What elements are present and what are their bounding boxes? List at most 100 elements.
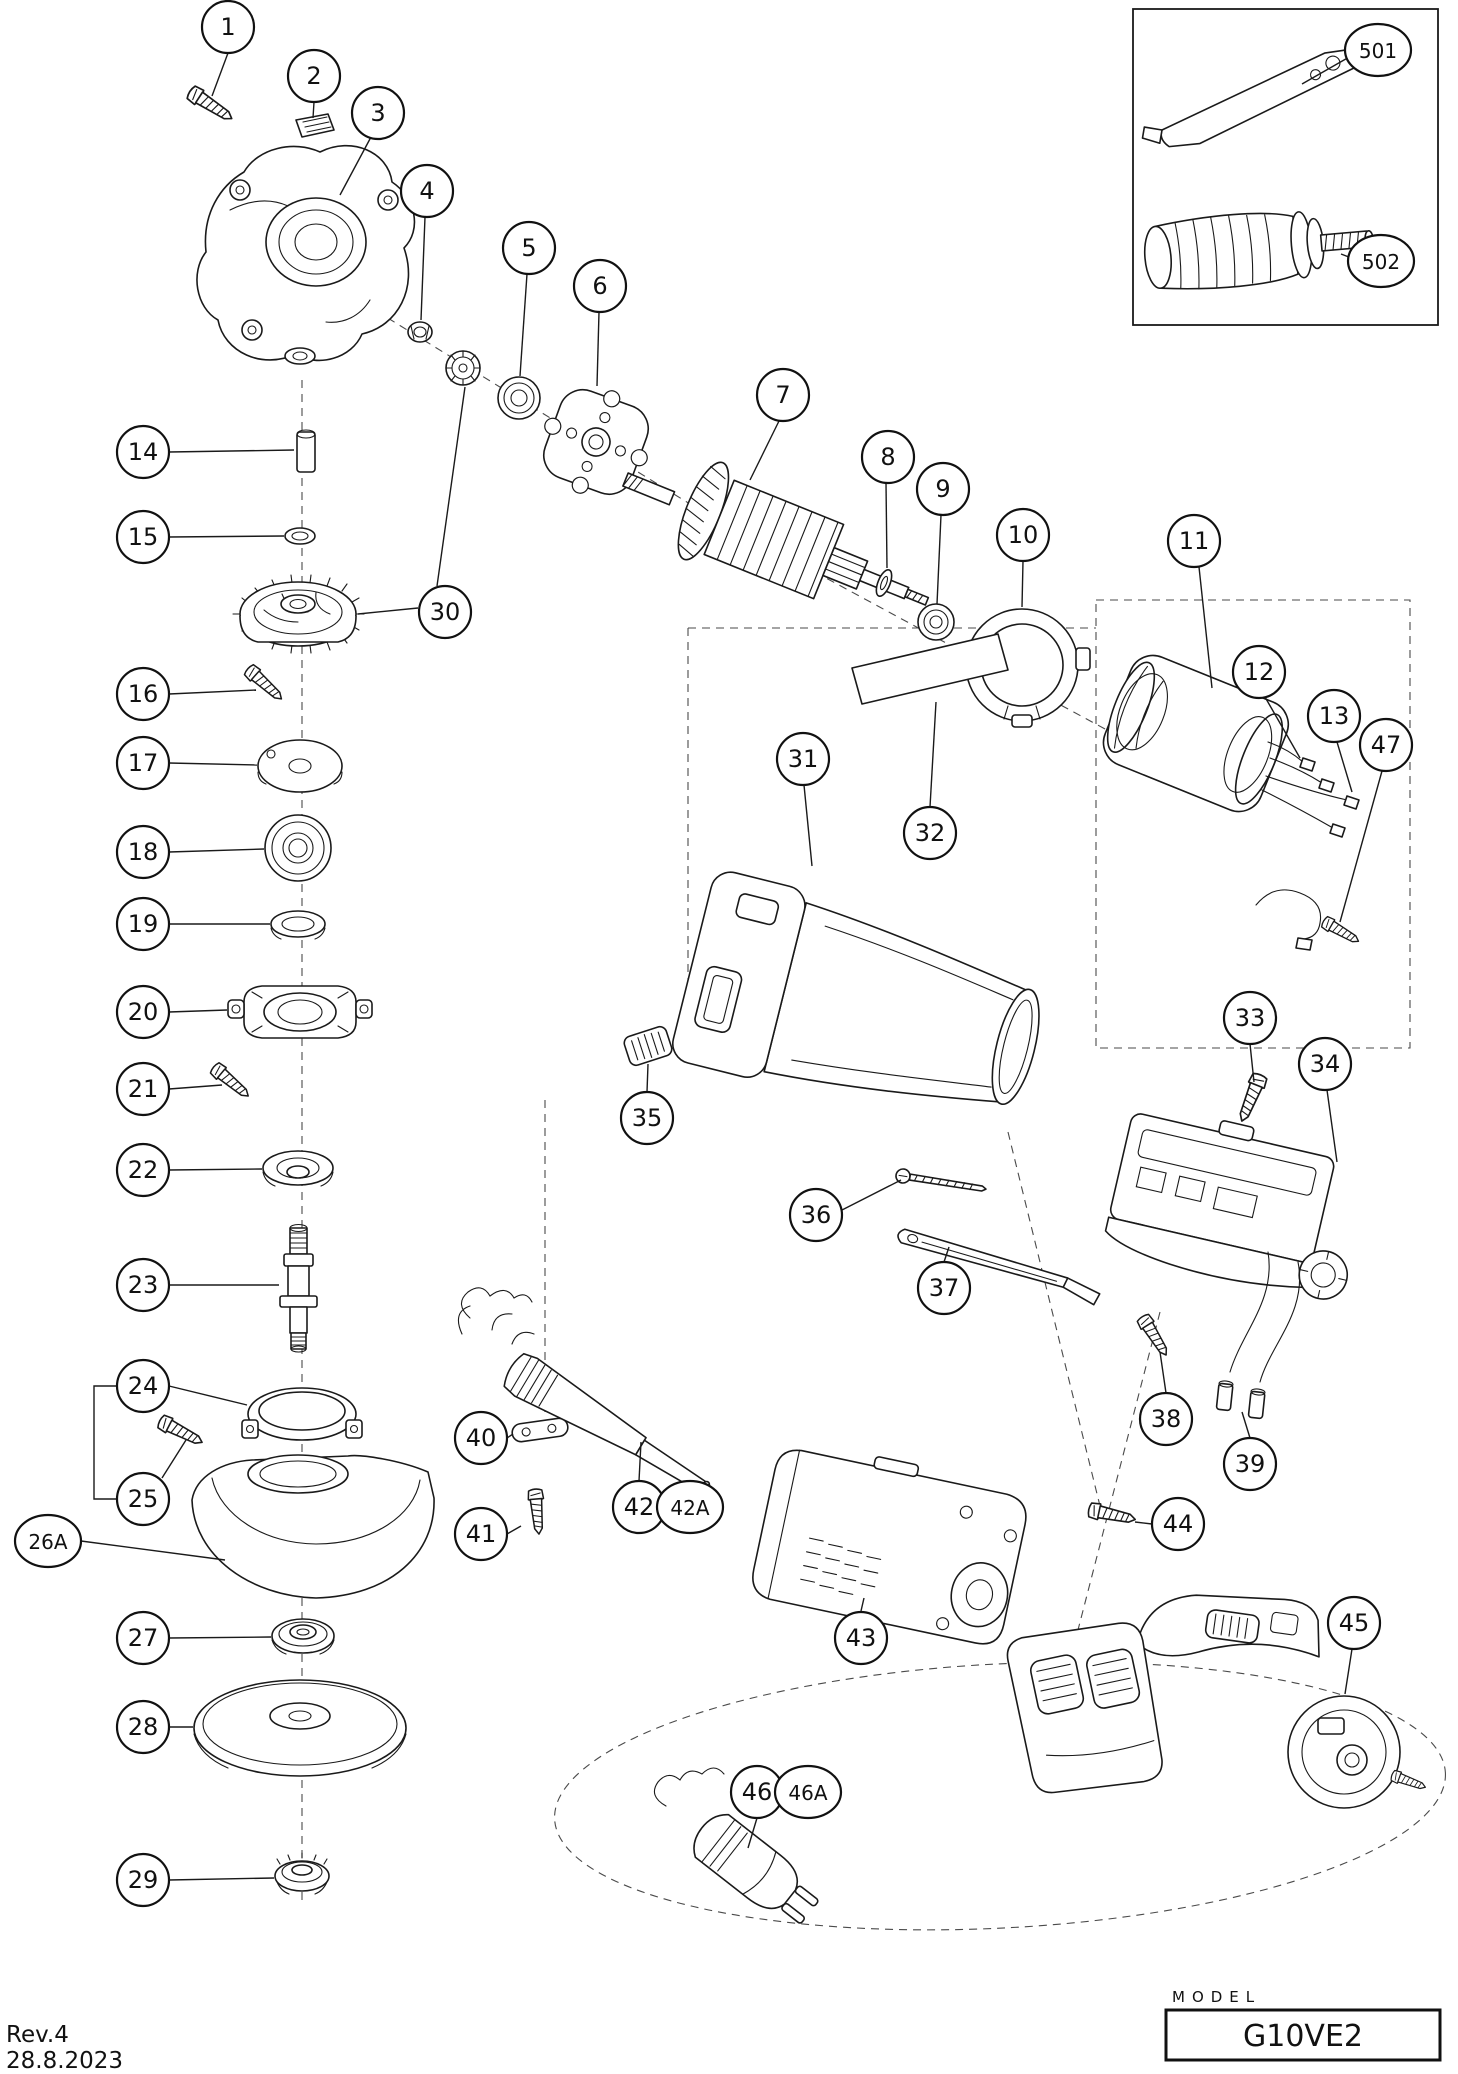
callout-45: 45 — [1326, 1595, 1382, 1695]
callout-label: 33 — [1235, 1004, 1266, 1032]
callout-label: 22 — [128, 1156, 159, 1184]
part-stator — [1102, 654, 1290, 813]
part-switch-button — [623, 1025, 673, 1067]
callout-leader-line — [168, 1084, 223, 1090]
callout-leader-line — [168, 1009, 228, 1013]
callout-leader-line — [168, 1877, 275, 1881]
callout-8: 8 — [860, 429, 916, 569]
callout-leader-line — [1344, 1648, 1353, 1695]
callout-label: 19 — [128, 910, 159, 938]
callout-4: 4 — [399, 163, 455, 321]
part-wheel-guard — [191, 1454, 435, 1599]
part-housing — [672, 871, 1040, 1106]
part-spring-washer — [875, 569, 893, 597]
callout-leader-line — [211, 52, 229, 97]
callout-circle — [1343, 22, 1413, 78]
callout-circle — [1166, 513, 1222, 569]
callout-circle — [399, 163, 455, 219]
part-controller-screw — [1233, 1070, 1270, 1126]
callout-circle — [655, 1479, 725, 1535]
callout-circle — [501, 220, 557, 276]
part-gland-screw — [207, 1060, 254, 1103]
callout-leader-line — [339, 136, 372, 196]
callout-circle — [1222, 1436, 1278, 1492]
part-handle-cover-left — [1006, 1622, 1163, 1794]
callout-14: 14 — [115, 424, 295, 480]
callout-circle — [773, 1764, 843, 1820]
callout-circle — [1306, 688, 1362, 744]
part-wheel-nut — [274, 1852, 330, 1895]
callout-label: 15 — [128, 523, 159, 551]
callout-circle — [572, 258, 628, 314]
callout-leader-line — [168, 1636, 272, 1639]
callout-circle — [115, 735, 171, 791]
callout-label: 13 — [1319, 702, 1350, 730]
part-terminal-a — [1215, 1380, 1234, 1412]
callout-label: 42A — [670, 1496, 709, 1520]
part-washer-plate — [257, 739, 343, 793]
callout-leader-line — [929, 701, 937, 808]
callout-22: 22 — [115, 1142, 263, 1198]
callout-leader-line — [1241, 1411, 1251, 1439]
callout-15: 15 — [115, 509, 285, 565]
callout-leader-line — [168, 1385, 248, 1406]
callout-42: 42 — [611, 1441, 667, 1535]
callout-18: 18 — [115, 824, 265, 880]
callout-circle — [115, 1358, 171, 1414]
callout-label: 20 — [128, 998, 159, 1026]
part-wheel-washer — [271, 1618, 335, 1655]
callout-leader-line — [1326, 1089, 1338, 1163]
callout-circle — [115, 1699, 171, 1755]
callout-leader-line — [885, 482, 888, 569]
part-grinding-wheel — [193, 1679, 407, 1777]
part-terminal-b — [1247, 1388, 1266, 1420]
callout-label: 14 — [128, 438, 159, 466]
callout-circle — [417, 584, 473, 640]
callout-leader-line — [80, 1540, 226, 1561]
callout-leader-line — [168, 762, 258, 766]
callout-43: 43 — [833, 1597, 889, 1666]
part-tapping-screw — [184, 83, 238, 127]
callout-35: 35 — [619, 1063, 675, 1146]
part-ball-bearing-front — [264, 814, 332, 882]
callout-leader-line — [420, 216, 426, 321]
callout-circle — [115, 1471, 171, 1527]
callout-29: 29 — [115, 1852, 275, 1908]
callout-label: 12 — [1244, 658, 1275, 686]
callout-leader-line — [1301, 55, 1352, 85]
callout-10: 10 — [995, 507, 1051, 608]
construction-lines — [301, 295, 1446, 1931]
callout-39: 39 — [1222, 1411, 1278, 1492]
callout-1: 1 — [200, 0, 256, 97]
callout-leader-line — [803, 784, 813, 867]
callout-circle — [775, 731, 831, 787]
callout-circle — [115, 666, 171, 722]
callout-circle — [902, 805, 958, 861]
callout-label: 35 — [632, 1104, 663, 1132]
callout-label: 44 — [1163, 1510, 1194, 1538]
callout-label: 32 — [915, 819, 946, 847]
callout-leader-line — [506, 1525, 522, 1535]
callout-leader-line — [943, 1246, 950, 1263]
callout-leader-line — [749, 420, 780, 481]
callout-label: 42 — [624, 1493, 655, 1521]
callout-label: 47 — [1371, 731, 1402, 759]
callout-leader-line — [168, 449, 295, 453]
callout-21: 21 — [115, 1061, 223, 1117]
callout-label: 41 — [466, 1520, 497, 1548]
callout-leader-line — [1198, 566, 1213, 689]
model-value-box — [1164, 2008, 1442, 2062]
callout-leader-line — [1249, 1043, 1255, 1083]
part-gear-housing — [196, 144, 416, 365]
callout-37: 37 — [916, 1246, 972, 1316]
callout-42A: 42A — [655, 1479, 725, 1535]
callout-label: 39 — [1235, 1450, 1266, 1478]
part-lead-wires — [1229, 1251, 1301, 1383]
part-switch-lever — [897, 1228, 1101, 1306]
callout-19: 19 — [115, 896, 270, 952]
callout-label: 7 — [775, 381, 790, 409]
callout-circle — [1297, 1036, 1353, 1092]
callout-36: 36 — [788, 1179, 902, 1243]
part-side-handle — [1143, 211, 1375, 290]
